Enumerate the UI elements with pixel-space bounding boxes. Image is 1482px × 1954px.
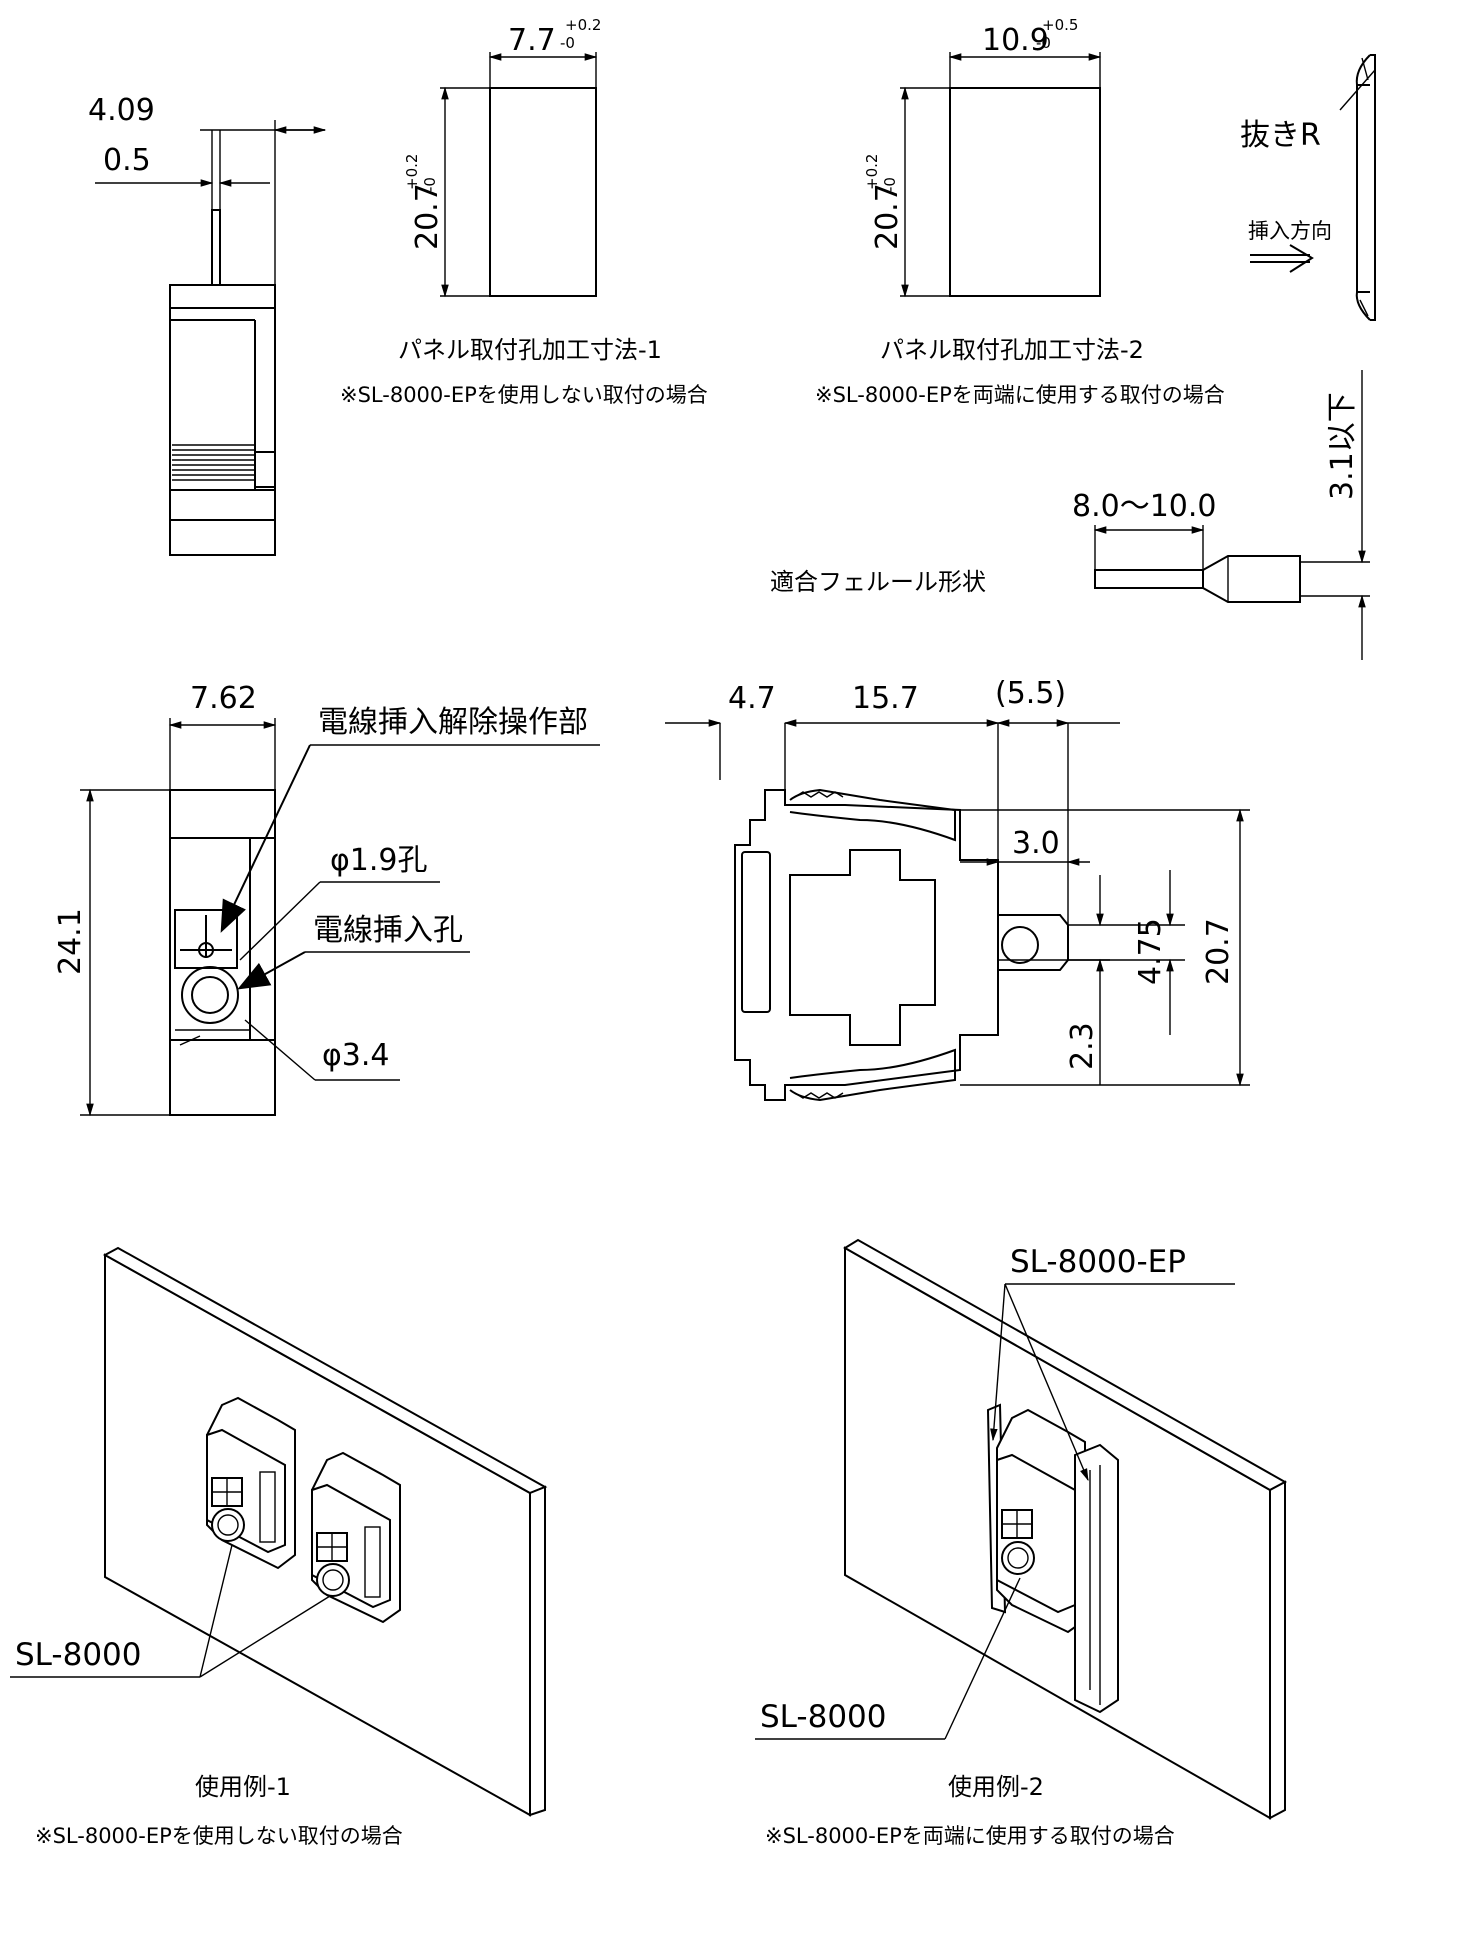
example1-note: ※SL-8000-EPを使用しない取付の場合 [35,1824,403,1848]
example1-title: 使用例-1 [195,1773,291,1801]
terminal-block-1 [206,1396,296,1570]
dim-15-7: 15.7 [852,681,919,716]
example2-title: 使用例-2 [948,1773,1044,1801]
sl8000ep-label: SL-8000-EP [1010,1244,1186,1280]
hole2-height-tol-minus: -0 [881,177,899,192]
hatched-area [172,444,255,481]
top-view: 4.7 15.7 (5.5) 3.0 20.7 4.75 2.3 [665,676,1250,1102]
dim-4-7: 4.7 [728,681,776,716]
panel2-title: パネル取付孔加工寸法-2 [880,336,1144,364]
hole1-width-tol-plus: +0.2 [565,16,601,34]
dim-5-5: (5.5) [995,676,1066,711]
dim-3-1-max: 3.1以下 [1325,392,1360,500]
panel1-note: ※SL-8000-EPを使用しない取付の場合 [340,383,708,407]
panel2-note: ※SL-8000-EPを両端に使用する取付の場合 [815,383,1225,407]
wire-hole-label: 電線挿入孔 [313,913,463,948]
terminal-block-2 [311,1451,401,1624]
hole2-width: 10.9 [982,23,1049,58]
usage-example-1: SL-8000 使用例-1 ※SL-8000-EPを使用しない取付の場合 [10,1246,548,1848]
dim-24-1: 24.1 [53,908,88,975]
hole1-height-tol-plus: +0.2 [403,154,421,190]
insert-direction-label: 挿入方向 [1248,219,1332,243]
nuki-r-label: 抜きR [1240,118,1321,153]
dim-2-3: 2.3 [1065,1022,1100,1070]
hole2-width-tol-plus: +0.5 [1042,16,1078,34]
hole1-height-tol-minus: -0 [421,177,439,192]
phi-1-9-hole-label: φ1.9孔 [330,843,428,878]
panel-hole-2: 10.9 +0.5 -0 20.7 +0.2 -0 パネル取付孔加工寸法-2 ※… [815,16,1225,407]
ferrule-shape: 適合フェルール形状 8.0～10.0 3.1以下 [770,370,1370,660]
dim-7-62: 7.62 [190,681,257,716]
panel1-title: パネル取付孔加工寸法-1 [398,336,662,364]
hole2-height-tol-plus: +0.2 [863,154,881,190]
ferrule-length: 8.0～10.0 [1072,489,1217,524]
terminal-block-3 [996,1408,1086,1634]
phi-3-4-label: φ3.4 [322,1038,390,1073]
dim-0-5: 0.5 [103,143,151,178]
sl8000-label-ex1: SL-8000 [15,1637,141,1673]
hole1-width-tol-minus: -0 [560,34,575,52]
dim-20-7: 20.7 [1201,918,1236,985]
usage-example-2: SL-8000-EP SL-8000 使用例-2 ※SL-8000-EPを両端に… [755,1238,1288,1848]
panel-hole-1: 7.7 +0.2 -0 20.7 +0.2 -0 パネル取付孔加工寸法-1 ※S… [340,16,708,407]
hole1-height: 20.7 [410,183,445,250]
dim-3-0: 3.0 [1012,826,1060,861]
end-plate-right [1074,1443,1119,1714]
side-view: 4.09 0.5 [88,93,327,556]
example2-note: ※SL-8000-EPを両端に使用する取付の場合 [765,1824,1175,1848]
release-part-label: 電線挿入解除操作部 [318,705,588,740]
front-view: 7.62 24.1 電線挿入解除操作部 φ1.9孔 電線挿入孔 φ3.4 [53,681,600,1117]
ferrule-shape-label: 適合フェルール形状 [770,568,986,596]
hole2-width-tol-minus: -0 [1036,34,1051,52]
dim-4-09: 4.09 [88,93,155,128]
sl8000-label-ex2: SL-8000 [760,1699,886,1735]
hole2-height: 20.7 [870,183,905,250]
hole1-width: 7.7 [508,23,556,58]
dim-4-75: 4.75 [1133,918,1168,985]
panel-edge-section: 抜きR 挿入方向 [1240,54,1376,321]
